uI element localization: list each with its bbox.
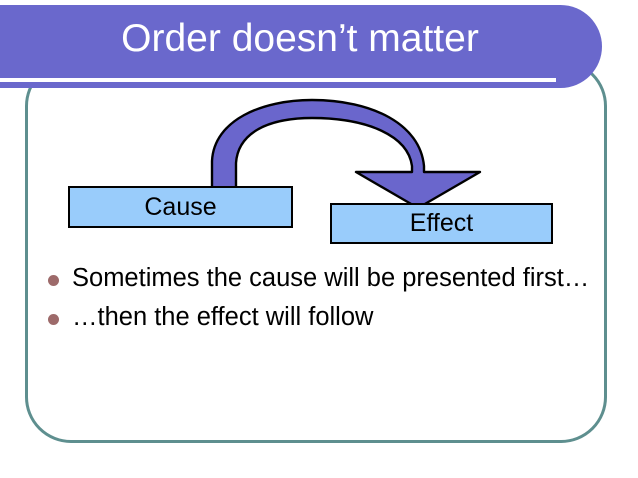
flow-box-effect[interactable]: Effect (330, 203, 553, 244)
title-underline-rule (0, 78, 556, 82)
list-item-text: …then the effect will follow (72, 303, 374, 331)
flow-box-effect-label: Effect (409, 209, 474, 237)
bullet-dot-icon (48, 314, 59, 325)
flow-box-cause-label: Cause (144, 192, 217, 221)
list-item-text: Sometimes the cause will be presented fi… (72, 264, 590, 292)
page-title: Order doesn’t matter (121, 17, 479, 60)
title-banner (0, 5, 602, 88)
list-item: Sometimes the cause will be presented fi… (48, 262, 593, 295)
slide-frame-border (25, 60, 607, 443)
list-item: …then the effect will follow (48, 301, 593, 334)
bullet-dot-icon (48, 275, 59, 286)
flow-box-cause[interactable]: Cause (68, 186, 293, 228)
bullet-list: Sometimes the cause will be presented fi… (48, 262, 593, 340)
